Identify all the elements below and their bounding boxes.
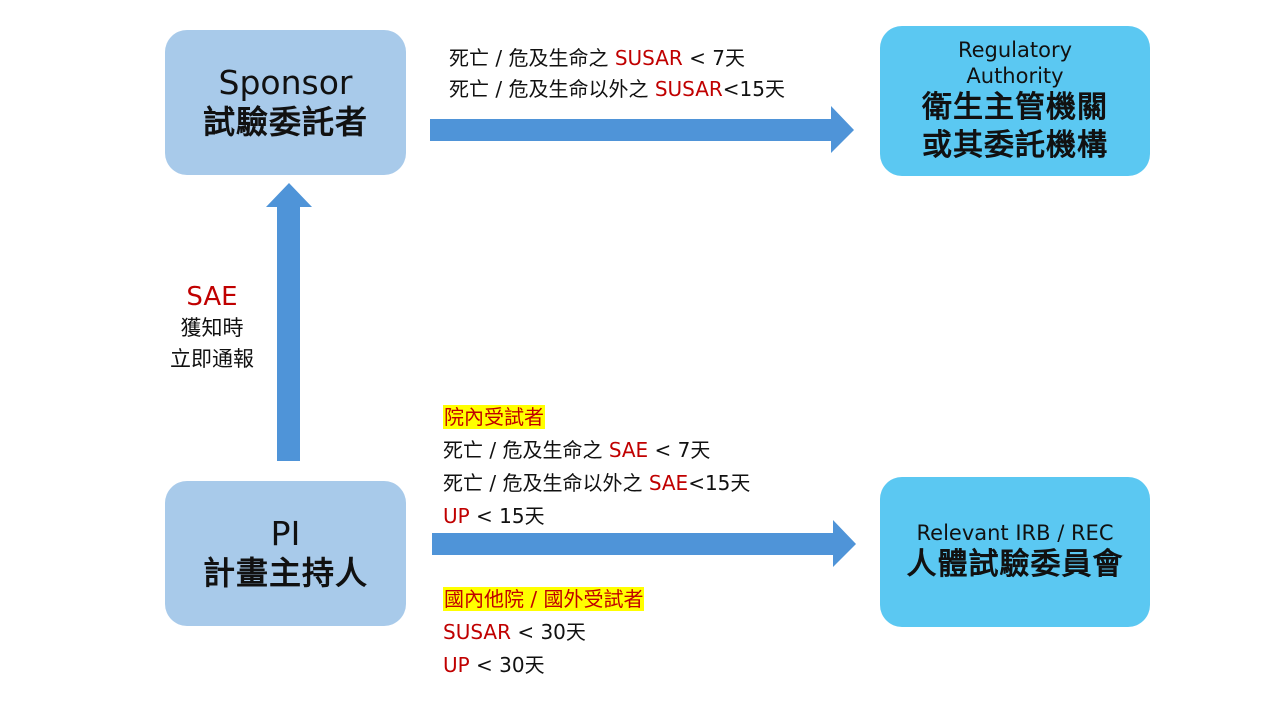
line-prefix: 死亡 / 危及生命之 <box>443 438 609 462</box>
line-term: SUSAR <box>443 620 511 644</box>
regulator-zh-line1: 衛生主管機關 <box>922 90 1108 125</box>
regulator-en-line2: Authority <box>966 64 1064 88</box>
pi-to-sponsor-note: SAE 獲知時 立即通報 <box>150 281 274 375</box>
pi-en-label: PI <box>270 513 301 553</box>
line-prefix: 死亡 / 危及生命以外之 <box>449 77 655 101</box>
line-term: SUSAR <box>654 77 723 101</box>
line-term: SUSAR <box>614 46 683 70</box>
line-prefix: 死亡 / 危及生命之 <box>449 46 615 70</box>
node-regulatory-authority: Regulatory Authority 衛生主管機關 或其委託機構 <box>880 26 1150 176</box>
arrow-pi-to-irb <box>432 520 856 567</box>
pi-to-irb-local-note: 院內受試者 死亡 / 危及生命之 SAE < 7天 死亡 / 危及生命以外之 S… <box>443 401 750 533</box>
sponsor-zh-label: 試驗委託者 <box>202 102 368 141</box>
regulator-en-line1: Regulatory <box>957 38 1073 62</box>
node-sponsor: Sponsor 試驗委託者 <box>165 30 406 175</box>
sponsor-to-regulator-note: 死亡 / 危及生命之 SUSAR < 7天 死亡 / 危及生命以外之 SUSAR… <box>449 43 785 105</box>
line-deadline: < 7天 <box>648 438 711 462</box>
line-deadline: < 30天 <box>510 620 586 644</box>
sae-line2: 立即通報 <box>170 347 254 371</box>
note-line: UP < 15天 <box>443 500 750 533</box>
node-pi: PI 計畫主持人 <box>165 481 406 626</box>
node-irb: Relevant IRB / REC 人體試驗委員會 <box>880 477 1150 627</box>
regulator-zh-line2: 或其委託機構 <box>922 128 1108 163</box>
line-term: UP <box>443 504 470 528</box>
note-line: 死亡 / 危及生命之 SUSAR < 7天 <box>449 43 785 74</box>
line-term: UP <box>443 653 470 677</box>
sae-term: SAE <box>186 282 238 312</box>
local-heading: 院內受試者 <box>443 405 545 429</box>
line-deadline: < 7天 <box>682 46 745 70</box>
note-line: UP < 30天 <box>443 649 644 682</box>
note-line: 死亡 / 危及生命之 SAE < 7天 <box>443 434 750 467</box>
note-line: 死亡 / 危及生命以外之 SAE<15天 <box>443 467 750 500</box>
note-line: SUSAR < 30天 <box>443 616 644 649</box>
irb-zh-label: 人體試驗委員會 <box>906 547 1124 582</box>
sae-line1: 獲知時 <box>180 316 244 340</box>
note-line: 死亡 / 危及生命以外之 SUSAR<15天 <box>449 74 785 105</box>
sponsor-en-label: Sponsor <box>218 62 353 102</box>
line-deadline: <15天 <box>688 471 751 495</box>
arrow-sponsor-to-regulator <box>430 106 854 153</box>
other-heading: 國內他院 / 國外受試者 <box>443 587 645 611</box>
line-deadline: < 15天 <box>469 504 545 528</box>
pi-zh-label: 計畫主持人 <box>202 553 368 592</box>
line-term: SAE <box>648 471 689 495</box>
line-deadline: <15天 <box>722 77 786 101</box>
irb-en-label: Relevant IRB / REC <box>916 521 1114 545</box>
line-prefix: 死亡 / 危及生命以外之 <box>443 471 649 495</box>
line-deadline: < 30天 <box>469 653 545 677</box>
pi-to-irb-other-note: 國內他院 / 國外受試者 SUSAR < 30天 UP < 30天 <box>443 583 645 682</box>
arrow-pi-to-sponsor <box>266 183 312 461</box>
line-term: SAE <box>608 438 649 462</box>
